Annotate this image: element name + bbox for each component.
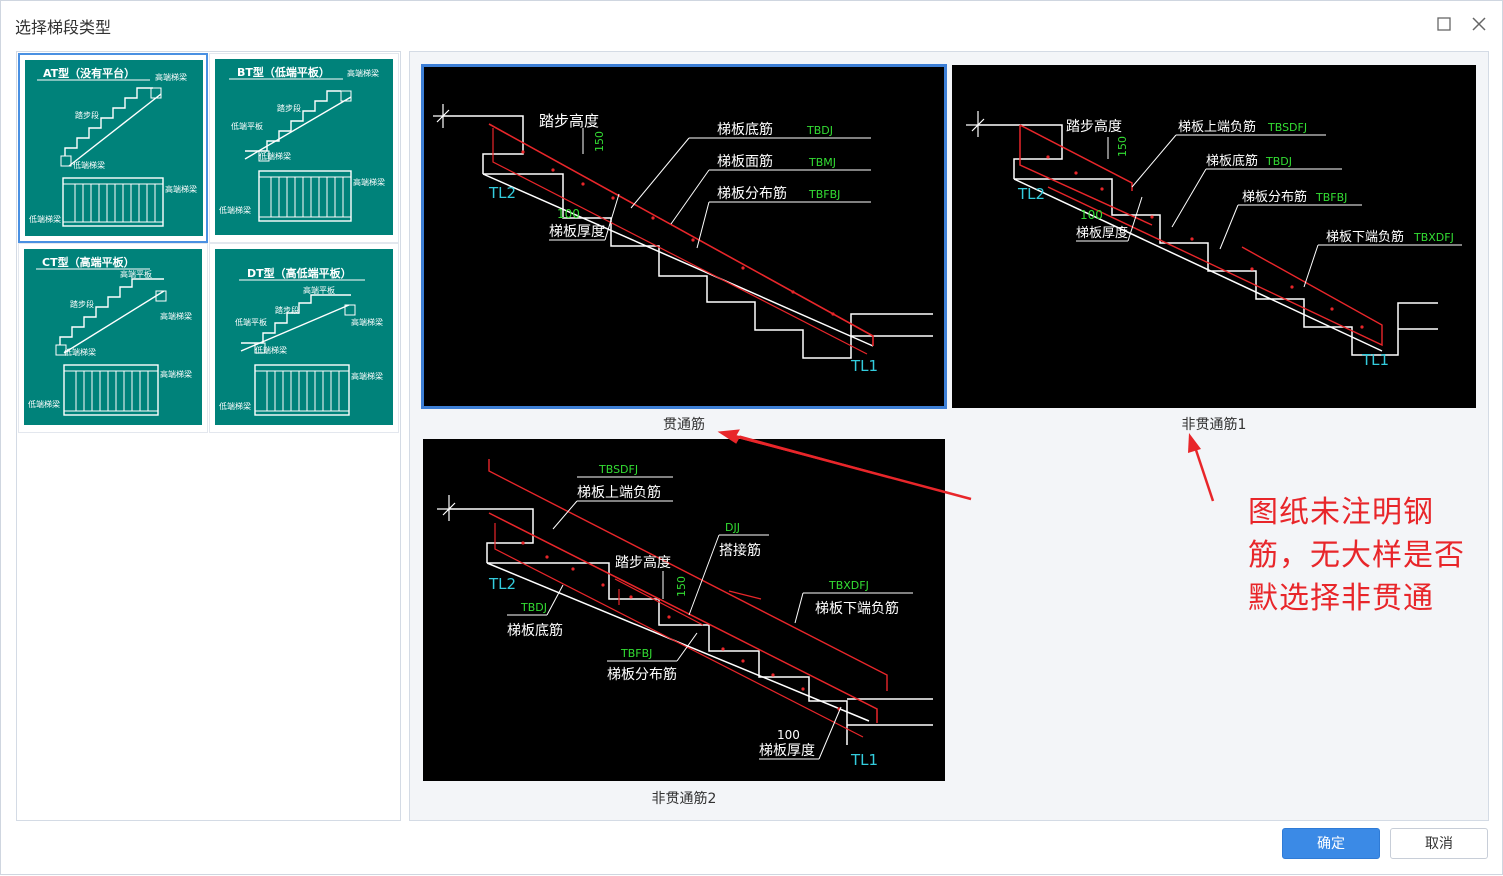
tl2-label: TL2 — [1017, 185, 1045, 203]
thickness-dim: 100 — [777, 728, 800, 742]
upper-negative-rebar-code: TBSDFJ — [1267, 121, 1307, 134]
tl1-label: TL1 — [850, 357, 878, 375]
lower-negative-rebar-label: 梯板下端负筋 — [1326, 229, 1404, 245]
stair-type-at-diagram: AT型（没有平台） 高端梯梁 踏步段 低端梯梁 高端梯梁 低端梯梁 — [25, 60, 203, 236]
stair-type-ct-diagram: CT型（高端平板） 高端平板 踏步段 高端梯梁 低端梯梁 高端梯梁 低端梯梁 — [24, 249, 202, 425]
lap-rebar-code: DJJ — [725, 521, 740, 534]
cancel-button[interactable]: 取消 — [1390, 828, 1488, 859]
note: 踏步段 — [75, 110, 99, 120]
stair-type-bt[interactable]: BT型（低端平板） 高端梯梁 踏步段 低端平板 低端梯梁 高端梯梁 低端梯梁 — [209, 53, 399, 243]
title-bar: 选择梯段类型 — [1, 1, 1502, 47]
lower-negative-rebar-code: TBXDFJ — [828, 579, 869, 592]
distribution-rebar-code: TBFBJ — [1315, 191, 1347, 204]
note: 高端梯梁 — [155, 72, 187, 82]
note: 高端平板 — [120, 269, 152, 279]
continuous-rebar-drawing: TL2 TL1 踏步高度 150 梯板底筋 TBDJ 梯板面筋 TBMJ 梯板分… — [433, 104, 933, 375]
note: 低端梯梁 — [73, 160, 105, 170]
note: 低端梯梁 — [28, 399, 60, 409]
upper-negative-rebar-code: TBSDFJ — [598, 463, 638, 476]
tl2-label: TL2 — [488, 575, 516, 593]
bottom-rebar-label: 梯板底筋 — [507, 622, 563, 639]
stair-type-dt-diagram: DT型（高低端平板） 高端平板 踏步段 低端平板 高端梯梁 低端梯梁 高端梯梁 … — [215, 249, 393, 425]
note: 高端梯梁 — [160, 369, 192, 379]
note: 踏步段 — [70, 299, 94, 309]
stair-type-label: AT型（没有平台） — [43, 66, 135, 80]
note: 低端平板 — [231, 121, 263, 131]
caption-non-continuous-1: 非贯通筋1 — [1181, 417, 1247, 433]
note: 高端梯梁 — [351, 371, 383, 381]
lap-rebar-label: 搭接筋 — [719, 542, 761, 559]
upper-negative-rebar-label: 梯板上端负筋 — [1178, 119, 1256, 135]
bottom-rebar-label: 梯板底筋 — [717, 121, 773, 138]
note: 高端梯梁 — [160, 311, 192, 321]
thickness-label: 梯板厚度 — [759, 743, 815, 759]
distribution-rebar-label: 梯板分布筋 — [717, 185, 787, 202]
maximize-icon[interactable] — [1431, 11, 1457, 37]
rebar-option-panel: TL2 TL1 踏步高度 150 梯板底筋 TBDJ 梯板面筋 TBMJ 梯板分… — [409, 51, 1489, 821]
note: 低端梯梁 — [219, 205, 251, 215]
note: 高端梯梁 — [347, 68, 379, 78]
stair-type-label: DT型（高低端平板） — [247, 266, 352, 280]
note: 低端梯梁 — [259, 151, 291, 161]
note: 踏步段 — [277, 103, 301, 113]
bottom-rebar-code: TBDJ — [1265, 155, 1292, 168]
thickness-label: 梯板厚度 — [1076, 225, 1128, 241]
bottom-rebar-code: TBDJ — [520, 601, 547, 614]
stair-type-ct[interactable]: CT型（高端平板） 高端平板 踏步段 高端梯梁 低端梯梁 高端梯梁 低端梯梁 — [18, 243, 208, 433]
note: 高端平板 — [303, 285, 335, 295]
step-dim: 150 — [1116, 136, 1129, 157]
note: 低端梯梁 — [219, 401, 251, 411]
distribution-rebar-code: TBFBJ — [808, 188, 840, 201]
step-height-label: 踏步高度 — [539, 112, 599, 130]
note: 低端梯梁 — [255, 345, 287, 355]
note: 低端平板 — [235, 317, 267, 327]
lower-negative-rebar-label: 梯板下端负筋 — [815, 600, 899, 617]
rebar-option-non-continuous-2[interactable]: TL2 TL1 TBSDFJ 梯板上端负筋 DJJ 搭接筋 踏步高度 150 T… — [423, 439, 945, 781]
non-continuous-1-drawing: TL2 TL1 踏步高度 150 梯板上端负筋 TBSDFJ 梯板底筋 TBDJ… — [966, 111, 1462, 369]
non-continuous-2-drawing: TL2 TL1 TBSDFJ 梯板上端负筋 DJJ 搭接筋 踏步高度 150 T… — [437, 459, 933, 769]
top-rebar-label: 梯板面筋 — [717, 153, 773, 170]
step-dim: 150 — [675, 576, 688, 597]
note: 高端梯梁 — [351, 317, 383, 327]
caption-continuous: 贯通筋 — [663, 417, 705, 433]
stair-type-label: BT型（低端平板） — [237, 65, 330, 79]
step-dim: 150 — [593, 131, 606, 152]
tl1-label: TL1 — [850, 751, 878, 769]
step-height-label: 踏步高度 — [615, 554, 671, 571]
thickness-dim: 100 — [1080, 208, 1103, 222]
rebar-option-non-continuous-1[interactable]: TL2 TL1 踏步高度 150 梯板上端负筋 TBSDFJ 梯板底筋 TBDJ… — [952, 65, 1476, 408]
stair-type-bt-diagram: BT型（低端平板） 高端梯梁 踏步段 低端平板 低端梯梁 高端梯梁 低端梯梁 — [215, 59, 393, 235]
note: 高端梯梁 — [165, 184, 197, 194]
distribution-rebar-label: 梯板分布筋 — [1242, 189, 1307, 205]
note: 高端梯梁 — [353, 177, 385, 187]
close-icon[interactable] — [1466, 11, 1492, 37]
thickness-dim: 100 — [557, 207, 580, 221]
thickness-label: 梯板厚度 — [549, 224, 605, 240]
stair-type-list: AT型（没有平台） 高端梯梁 踏步段 低端梯梁 高端梯梁 低端梯梁 — [16, 51, 401, 821]
caption-non-continuous-2: 非贯通筋2 — [651, 791, 717, 807]
note: 踏步段 — [275, 305, 299, 315]
bottom-rebar-code: TBDJ — [806, 124, 833, 137]
stair-type-at[interactable]: AT型（没有平台） 高端梯梁 踏步段 低端梯梁 高端梯梁 低端梯梁 — [18, 53, 208, 243]
dialog-title: 选择梯段类型 — [15, 18, 112, 37]
bottom-rebar-label: 梯板底筋 — [1206, 153, 1258, 169]
tl1-label: TL1 — [1361, 351, 1389, 369]
tl2-label: TL2 — [488, 184, 516, 202]
annotation-note: 图纸未注明钢筋，无大样是否默选择非贯通 — [1248, 495, 1465, 616]
top-rebar-code: TBMJ — [808, 156, 836, 169]
confirm-button[interactable]: 确定 — [1282, 828, 1380, 859]
note: 低端梯梁 — [29, 214, 61, 224]
stair-type-dt[interactable]: DT型（高低端平板） 高端平板 踏步段 低端平板 高端梯梁 低端梯梁 高端梯梁 … — [209, 243, 399, 433]
rebar-option-continuous[interactable]: TL2 TL1 踏步高度 150 梯板底筋 TBDJ 梯板面筋 TBMJ 梯板分… — [421, 64, 947, 409]
distribution-rebar-label: 梯板分布筋 — [607, 666, 677, 683]
lower-negative-rebar-code: TBXDFJ — [1413, 231, 1454, 244]
note: 低端梯梁 — [64, 347, 96, 357]
stair-type-label: CT型（高端平板） — [42, 255, 135, 269]
distribution-rebar-code: TBFBJ — [620, 647, 652, 660]
upper-negative-rebar-label: 梯板上端负筋 — [577, 484, 661, 501]
step-height-label: 踏步高度 — [1066, 118, 1122, 135]
